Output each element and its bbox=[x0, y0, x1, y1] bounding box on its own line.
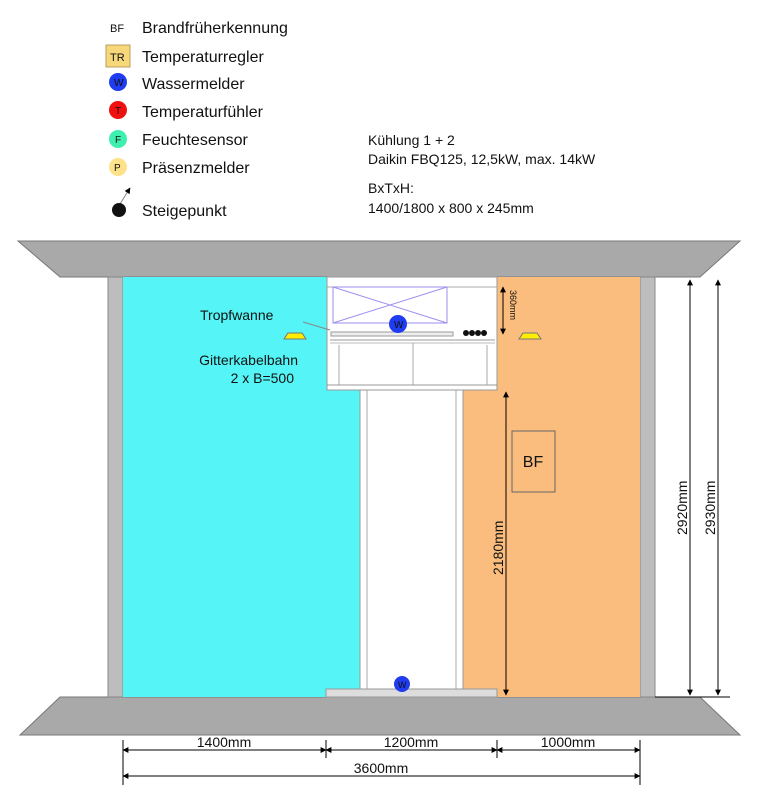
legend-symbol-t: T bbox=[115, 106, 121, 117]
legend-label-w: Wassermelder bbox=[142, 76, 245, 93]
temperature-controller-icon bbox=[105, 44, 131, 68]
presence-sensor-left-icon bbox=[283, 332, 307, 340]
legend-label-riser: Steigepunkt bbox=[142, 203, 227, 220]
total-width-dim: 3600mm bbox=[354, 760, 408, 776]
riser-point-icon bbox=[112, 203, 126, 217]
height-inner-dim: 2920mm bbox=[674, 481, 690, 535]
cooling-unit-enclosure: W bbox=[326, 276, 498, 391]
legend-symbol-f: F bbox=[115, 135, 121, 146]
water-detector-icon bbox=[394, 676, 410, 692]
water-detector-icon bbox=[389, 315, 407, 333]
rack-column bbox=[359, 389, 464, 698]
legend-symbol-tr: TR bbox=[110, 52, 125, 64]
legend-label-p: Präsenzmelder bbox=[142, 160, 250, 177]
legend-label-t: Temperaturfühler bbox=[142, 104, 264, 121]
raised-floor-plate bbox=[325, 688, 498, 698]
legend-symbol-bf: BF bbox=[110, 23, 124, 35]
water-detector-icon bbox=[109, 73, 127, 91]
unit-info-line: Daikin FBQ125, 12,5kW, max. 14kW bbox=[368, 151, 596, 167]
sensor-label: W bbox=[398, 680, 407, 690]
unit-info: Kühlung 1 + 2 Daikin FBQ125, 12,5kW, max… bbox=[368, 132, 596, 216]
unit-info-line: BxTxH: bbox=[368, 180, 414, 196]
presence-detector-icon bbox=[109, 158, 127, 176]
humidity-sensor-icon bbox=[109, 130, 127, 148]
dim-360-label: 360mm bbox=[508, 290, 518, 320]
unit-info-line: 1400/1800 x 800 x 245mm bbox=[368, 200, 534, 216]
legend-label-f: Feuchtesensor bbox=[142, 132, 249, 149]
cable-tray-size-label: 2 x B=500 bbox=[231, 370, 295, 386]
riser-arrow-icon bbox=[119, 187, 131, 205]
legend-label-bf: Brandfrüherkennung bbox=[142, 20, 288, 37]
middle-width-dim: 1200mm bbox=[384, 734, 438, 750]
left-wall bbox=[107, 276, 124, 698]
legend-symbol-w: W bbox=[114, 78, 124, 89]
legend: BF Brandfrüherkennung TR Temperaturregle… bbox=[105, 20, 288, 220]
ceiling-slab bbox=[16, 240, 742, 278]
unit-info-line: Kühlung 1 + 2 bbox=[368, 132, 455, 148]
right-width-dim: 1000mm bbox=[541, 734, 595, 750]
legend-label-tr: Temperaturregler bbox=[142, 49, 265, 66]
fire-detection-box bbox=[511, 430, 556, 493]
right-wall bbox=[639, 276, 656, 698]
floor-slab bbox=[18, 696, 742, 736]
cable-tray-label: Gitterkabelbahn bbox=[199, 352, 298, 368]
height-outer-dim: 2930mm bbox=[702, 481, 718, 535]
drip-tray bbox=[330, 331, 454, 337]
drip-tray-label: Tropfwanne bbox=[200, 307, 274, 323]
sensor-label: W bbox=[394, 320, 404, 331]
rack-height-dim: 2180mm bbox=[490, 521, 506, 575]
left-width-dim: 1400mm bbox=[197, 734, 251, 750]
fire-detection-label: BF bbox=[523, 454, 544, 471]
presence-sensor-right-icon bbox=[518, 332, 542, 340]
cold-aisle-zone bbox=[123, 277, 360, 697]
cable-bundle bbox=[463, 330, 487, 336]
legend-symbol-p: P bbox=[114, 163, 121, 174]
temperature-sensor-icon bbox=[109, 101, 127, 119]
